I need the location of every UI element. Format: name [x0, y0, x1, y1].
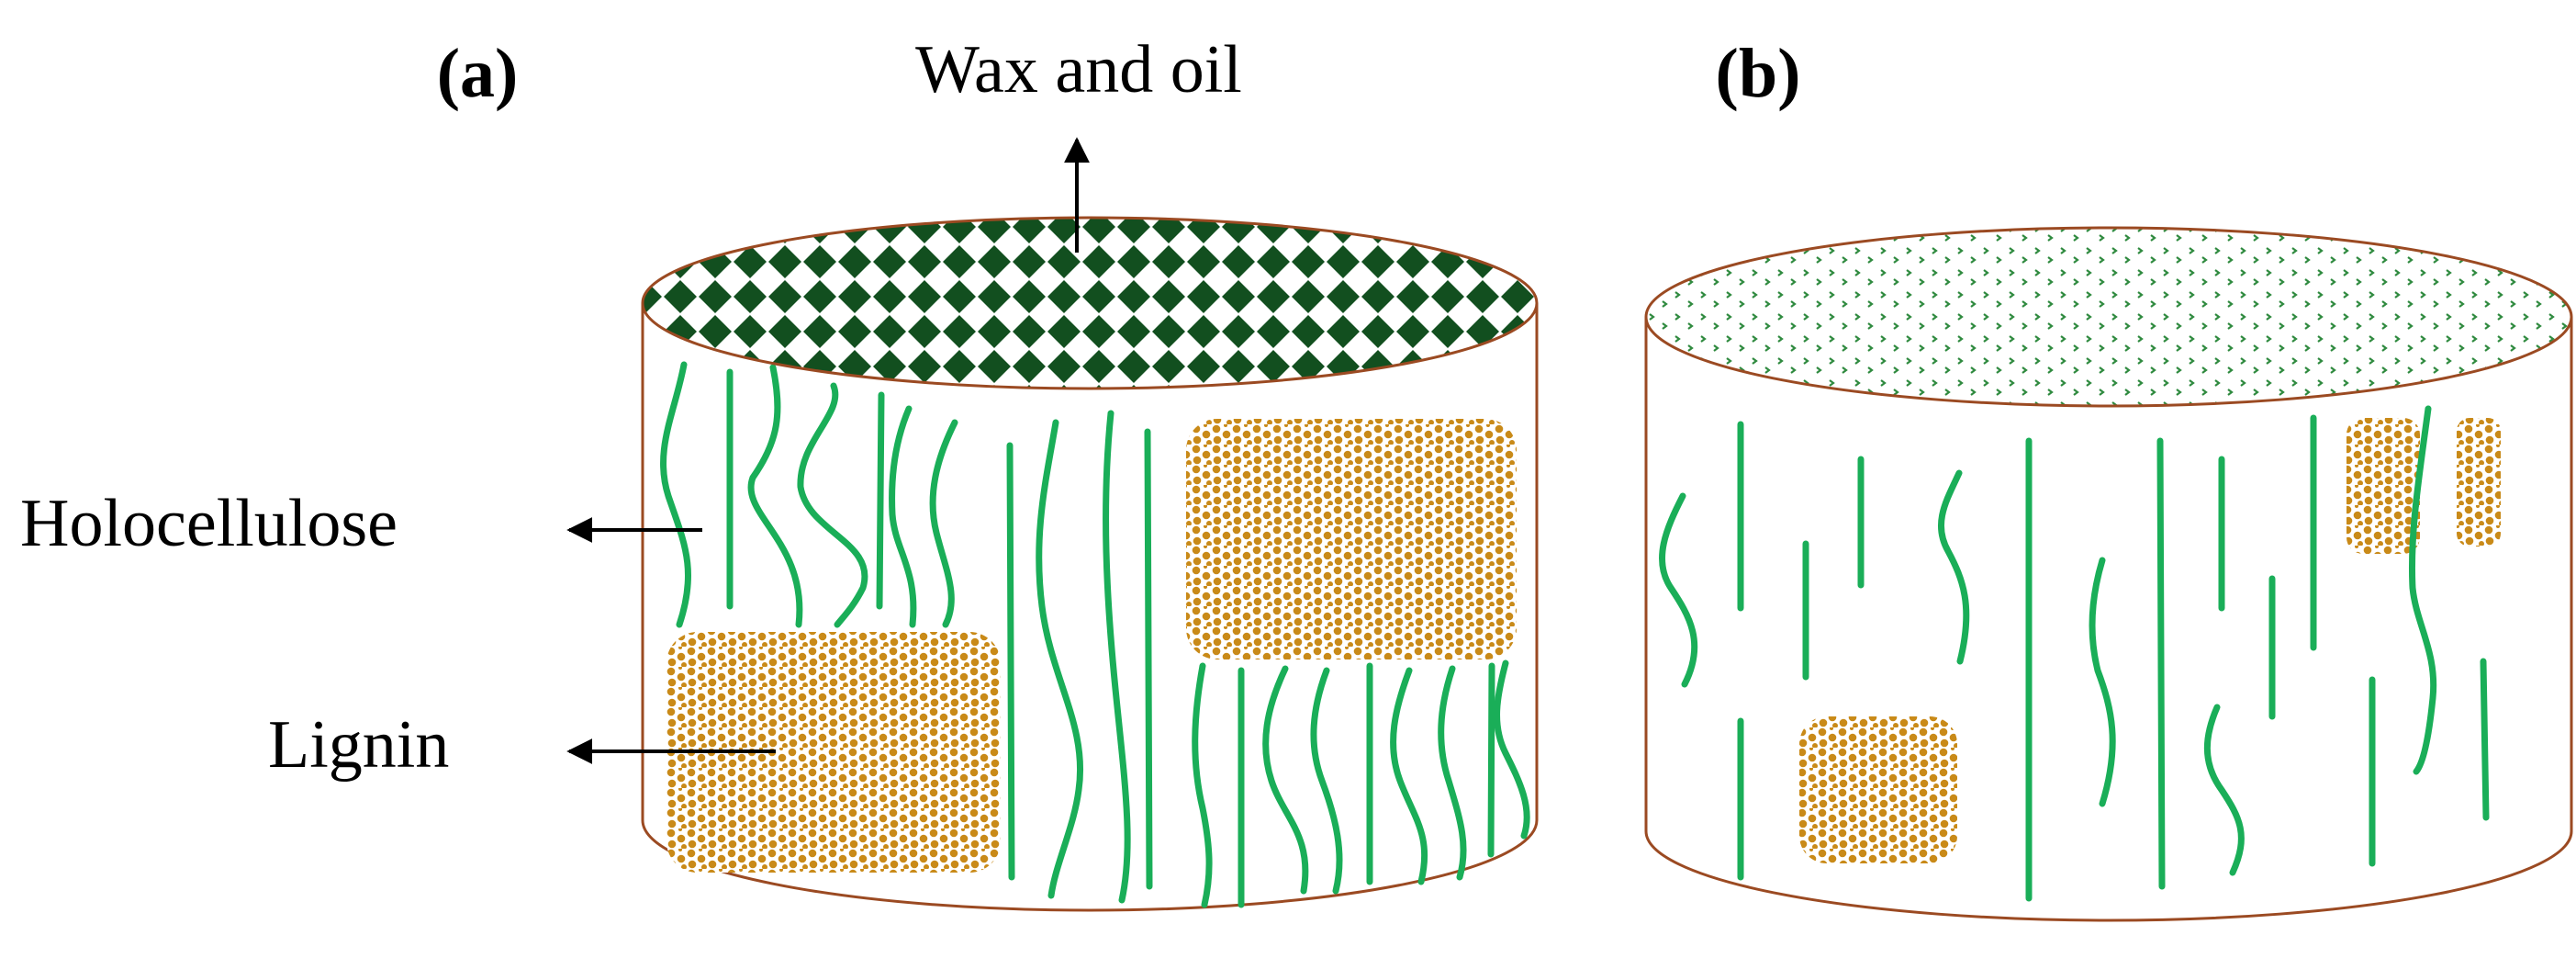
lignin-label: Lignin — [268, 707, 449, 783]
fiber — [1310, 667, 1343, 895]
fiber — [876, 391, 885, 610]
fiber — [1103, 410, 1131, 904]
fiber — [1006, 442, 1015, 881]
panel-a-label: (a) — [437, 35, 519, 112]
fiber — [2156, 437, 2166, 890]
lignin-block — [1186, 419, 1517, 659]
fiber — [2480, 658, 2490, 821]
fiber — [2203, 704, 2245, 876]
lignin-residue — [2346, 418, 2420, 554]
fiber — [1036, 419, 1084, 899]
holocellulose-label: Holocellulose — [20, 486, 398, 561]
fiber — [1262, 665, 1309, 895]
fiber — [747, 364, 803, 628]
fiber — [797, 382, 868, 628]
fiber — [1659, 492, 1698, 688]
fiber — [1390, 667, 1428, 885]
fiber — [1192, 662, 1213, 908]
cylinder-b-body — [1644, 317, 2573, 922]
holocellulose-fibers-treated — [1659, 405, 2490, 902]
fiber — [2408, 405, 2437, 775]
panel-b-label: (b) — [1716, 35, 1801, 112]
fiber — [1438, 665, 1467, 881]
fiber — [929, 419, 958, 628]
fiber — [1937, 469, 1970, 665]
fiber — [1494, 659, 1530, 840]
lignin-residue — [1799, 716, 1957, 863]
panel-a: (a) Wax and oil Holocellulose Lignin — [20, 32, 1539, 912]
fiber — [1144, 428, 1153, 890]
wax-oil-label: Wax and oil — [915, 32, 1242, 107]
holocellulose-fibers — [660, 361, 1530, 908]
lignin-block — [666, 632, 1001, 873]
panel-b: (b) — [1644, 35, 2573, 922]
fiber — [2089, 557, 2116, 807]
fiber — [1487, 662, 1495, 858]
wax-oil-surface — [641, 216, 1539, 390]
treated-surface — [1644, 226, 2573, 408]
lignin-residue — [2457, 418, 2501, 547]
fiber — [889, 405, 917, 628]
fiber — [660, 361, 691, 628]
